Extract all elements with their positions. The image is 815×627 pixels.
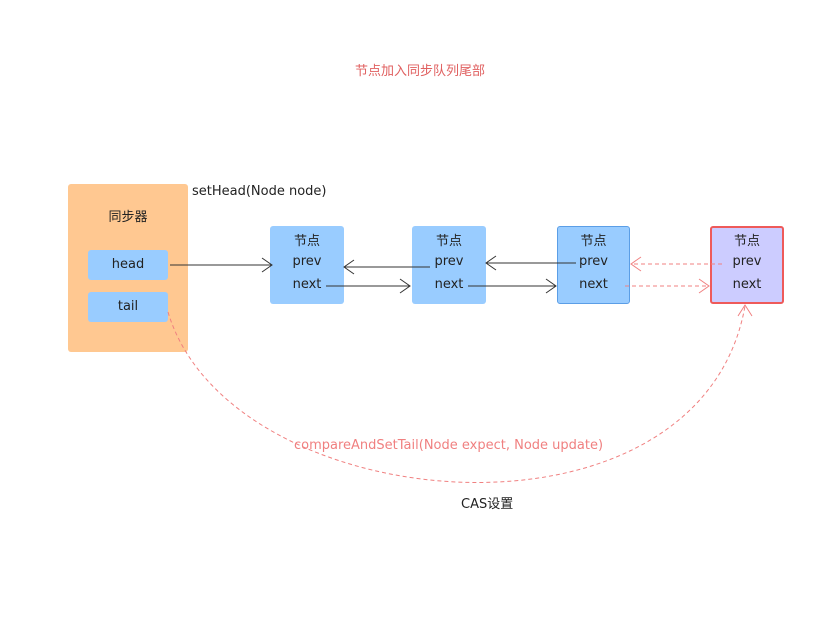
synchronizer-label: 同步器: [108, 210, 148, 225]
node-2: 节点 prev next: [412, 226, 486, 304]
node-prev: prev: [292, 254, 322, 269]
arrowhead: [545, 278, 557, 294]
node-next: next: [434, 277, 464, 292]
node-next: next: [579, 277, 608, 292]
arrowhead: [399, 278, 411, 294]
node-prev: prev: [434, 254, 464, 269]
arrowhead: [485, 255, 497, 271]
node-prev: prev: [732, 254, 762, 269]
arrowhead: [261, 257, 273, 273]
cas-curve-arrow: [167, 305, 746, 483]
arrowhead: [698, 278, 710, 294]
head-label: head: [111, 257, 145, 272]
node-title: 节点: [293, 234, 320, 249]
head-field: head: [88, 250, 168, 280]
node-next: next: [292, 277, 322, 292]
arrowhead: [737, 304, 753, 317]
cas-method-label: compareAndSetTail(Node expect, Node upda…: [294, 438, 604, 453]
tail-label: tail: [117, 299, 139, 314]
node-3: 节点 prev next: [557, 226, 630, 304]
arrowhead: [630, 256, 642, 272]
new-tail-node: 节点 prev next: [710, 226, 784, 304]
node-next: next: [732, 277, 762, 292]
cas-label: CAS设置: [459, 493, 516, 512]
set-head-label: setHead(Node node): [192, 184, 327, 199]
tail-field: tail: [88, 292, 168, 322]
node-1: 节点 prev next: [270, 226, 344, 304]
node-title: 节点: [435, 234, 462, 249]
arrowhead: [343, 259, 355, 275]
diagram-title: 节点加入同步队列尾部: [354, 64, 485, 79]
node-title: 节点: [580, 234, 607, 249]
node-prev: prev: [578, 254, 608, 269]
node-title: 节点: [733, 234, 760, 249]
